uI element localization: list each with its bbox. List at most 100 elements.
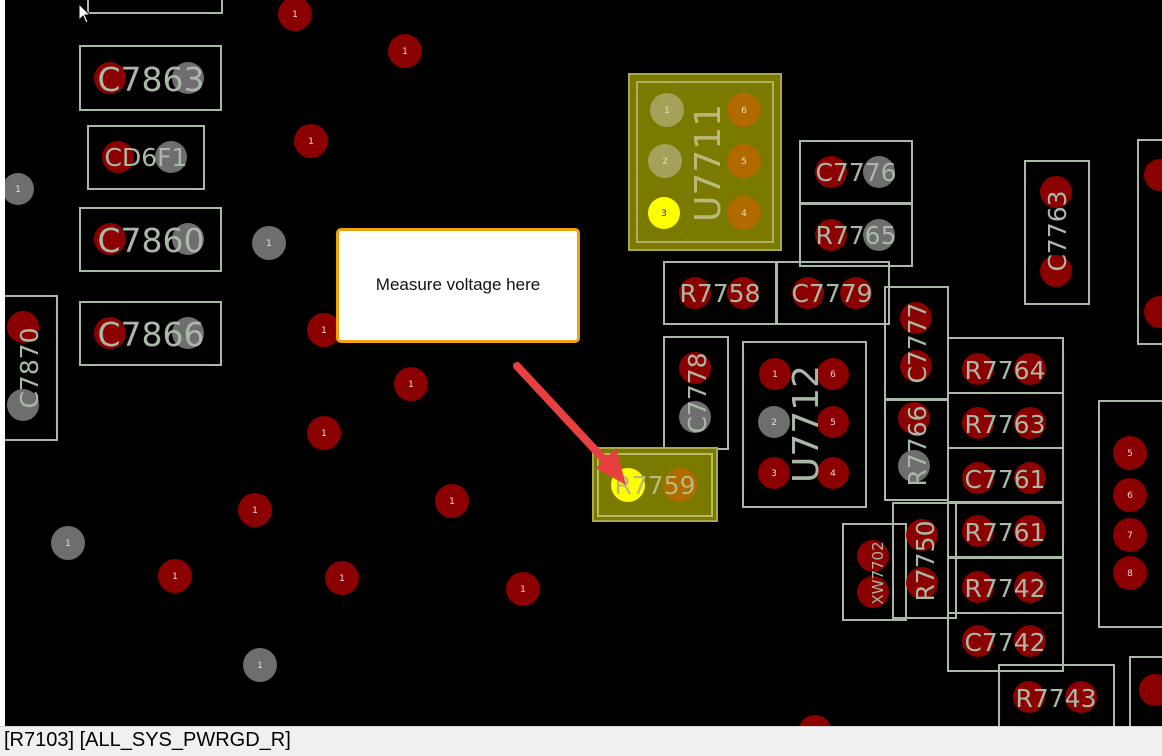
refdes-label: R7742 [965, 574, 1046, 603]
via[interactable] [158, 559, 192, 593]
svg-text:1: 1 [292, 10, 298, 20]
svg-text:1: 1 [664, 106, 670, 116]
refdes-label: C7860 [97, 221, 204, 260]
svg-text:1: 1 [321, 429, 327, 439]
refdes-label: C7776 [815, 158, 896, 187]
refdes-label: R7759 [615, 471, 696, 500]
component-r7750[interactable]: R7750 [892, 502, 957, 619]
via[interactable] [238, 493, 272, 527]
component-c7778[interactable]: C7778 [663, 336, 729, 450]
refdes-label: R7766 [903, 406, 932, 487]
pointer-arrow-icon [513, 362, 626, 485]
refdes-label: CD6F1 [105, 143, 188, 172]
component-c7742[interactable]: C7742 [947, 612, 1064, 672]
component-cd6f1[interactable]: CD6F1 [87, 125, 205, 190]
svg-text:5: 5 [830, 418, 836, 428]
refdes-label: C7778 [683, 352, 712, 433]
refdes-label: U7712 [786, 365, 827, 483]
refdes-label: C7866 [97, 315, 204, 354]
via[interactable] [798, 715, 832, 726]
svg-text:3: 3 [661, 209, 667, 219]
status-bar: [R7103] [ALL_SYS_PWRGD_R] [0, 726, 1162, 756]
component-c7863[interactable]: C7863 [79, 45, 222, 111]
component-c7763[interactable]: C7763 [1024, 160, 1090, 305]
component-c7870[interactable]: C7870 [3, 295, 58, 441]
refdes-label: R7743 [1016, 684, 1097, 713]
refdes-label: XW7702 [869, 541, 887, 604]
via[interactable] [394, 367, 428, 401]
component-c7866[interactable]: C7866 [79, 301, 222, 366]
via[interactable] [388, 34, 422, 68]
component-r7761[interactable]: R7761 [947, 501, 1064, 558]
svg-text:4: 4 [830, 469, 836, 479]
component-u7712[interactable]: U7712 1 2 3 6 5 4 [742, 341, 867, 508]
callout-text: Measure voltage here [375, 274, 541, 294]
pcb-board-view[interactable]: 1 1 1 1 1 1 1 1 1 1 1 1 1 1 1 C7863 CD6F… [0, 0, 1162, 726]
svg-text:1: 1 [321, 326, 327, 336]
component-r7763[interactable]: R7763 [947, 392, 1064, 449]
via[interactable] [307, 416, 341, 450]
component-u7711[interactable]: U7711 1 2 3 6 5 4 [628, 73, 782, 251]
via-numbers: 1 1 1 1 1 1 1 1 1 1 1 1 1 1 1 [15, 10, 526, 671]
refdes-label: C7870 [15, 327, 44, 408]
component-c7761[interactable]: C7761 [947, 447, 1064, 504]
component-partial-bottom-right[interactable] [1129, 656, 1162, 726]
svg-text:1: 1 [65, 539, 71, 549]
component-r7742[interactable]: R7742 [947, 557, 1064, 614]
via[interactable] [243, 648, 277, 682]
via[interactable] [506, 572, 540, 606]
refdes-label: C7863 [97, 60, 204, 99]
component-c7779[interactable]: C7779 [776, 261, 890, 325]
svg-text:6: 6 [741, 106, 747, 116]
via-group [2, 0, 832, 726]
via[interactable] [2, 173, 34, 205]
svg-text:1: 1 [266, 239, 272, 249]
via[interactable] [278, 0, 312, 31]
component-r7758[interactable]: R7758 [663, 261, 777, 325]
svg-text:1: 1 [449, 497, 455, 507]
refdes-label: R7764 [965, 356, 1046, 385]
component-connector-right[interactable]: 5 6 7 8 [1098, 400, 1162, 628]
component-c7777[interactable]: C7777 [884, 286, 949, 400]
component-c7776[interactable]: C7776 [799, 140, 913, 204]
svg-text:1: 1 [520, 585, 526, 595]
refdes-label: R7763 [965, 410, 1046, 439]
via[interactable] [307, 313, 341, 347]
via[interactable] [435, 484, 469, 518]
svg-text:5: 5 [1127, 449, 1133, 459]
svg-text:1: 1 [308, 137, 314, 147]
svg-text:1: 1 [339, 574, 345, 584]
svg-text:1: 1 [402, 47, 408, 57]
svg-text:4: 4 [741, 209, 747, 219]
via[interactable] [51, 526, 85, 560]
refdes-label: C7742 [964, 628, 1045, 657]
svg-text:2: 2 [771, 418, 777, 428]
svg-text:1: 1 [772, 370, 778, 380]
svg-text:7: 7 [1127, 531, 1133, 541]
component-xw7702[interactable]: XW7702 [842, 523, 907, 621]
svg-text:6: 6 [830, 370, 836, 380]
svg-text:5: 5 [741, 157, 747, 167]
window-left-edge [0, 0, 5, 726]
mouse-cursor-icon [78, 2, 92, 24]
refdes-label: R7750 [911, 521, 940, 602]
refdes-label: R7765 [816, 221, 897, 250]
via[interactable] [252, 226, 286, 260]
via[interactable] [325, 561, 359, 595]
svg-text:1: 1 [172, 572, 178, 582]
component-c7860[interactable]: C7860 [79, 207, 222, 272]
svg-text:8: 8 [1127, 569, 1133, 579]
component-r7765[interactable]: R7765 [799, 203, 913, 267]
component-partial-right[interactable] [1137, 139, 1162, 345]
refdes-label: C7777 [903, 302, 932, 383]
component-outline [87, 0, 223, 14]
pcb-canvas[interactable]: 1 1 1 1 1 1 1 1 1 1 1 1 1 1 1 C7863 CD6F… [0, 0, 1162, 726]
svg-text:1: 1 [252, 506, 258, 516]
refdes-label: C7763 [1043, 190, 1072, 271]
component-r7766[interactable]: R7766 [884, 399, 949, 501]
via[interactable] [294, 124, 328, 158]
component-r7743[interactable]: R7743 [998, 664, 1115, 726]
status-bar-text: [R7103] [ALL_SYS_PWRGD_R] [4, 729, 291, 751]
refdes-label: U7711 [688, 104, 729, 222]
component-r7764[interactable]: R7764 [947, 337, 1064, 394]
